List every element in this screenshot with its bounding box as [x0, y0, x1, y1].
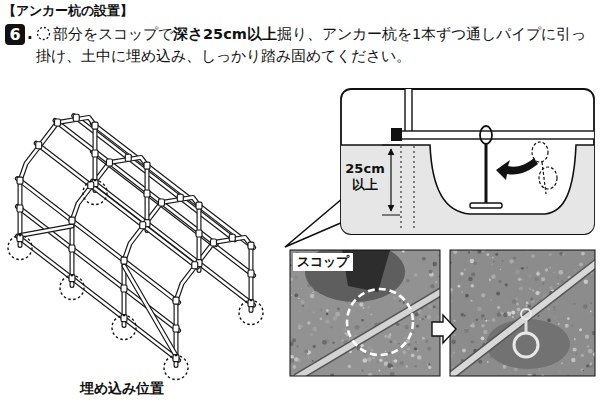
step-dot: .	[27, 25, 33, 44]
photo-digging	[290, 250, 440, 376]
step-number-box: 6	[5, 24, 25, 45]
photo-buried	[450, 250, 595, 376]
depth-dimension: 25cm 以上	[343, 161, 387, 194]
dotted-circle-icon	[36, 26, 51, 41]
step-number: 6	[9, 27, 20, 43]
instruction-text: 部分をスコップで深さ25cm以上掘り、アンカー杭を1本ずつ通しパイプに引っ掛け、…	[36, 23, 594, 67]
photo-frame	[290, 250, 440, 376]
inset-panel	[341, 89, 594, 234]
section-title: 【アンカー杭の設置】	[3, 2, 133, 20]
pipe-frame	[8, 114, 263, 379]
instruction-part: 部分をスコップで	[53, 26, 173, 42]
tool-label: スコップ	[293, 253, 353, 271]
step-arrow	[432, 315, 456, 343]
emphasis-text: 深さ25cm以上	[173, 26, 277, 42]
photo-frame	[450, 250, 595, 376]
position-caption: 埋め込み位置	[80, 380, 164, 398]
callout-pointer	[285, 198, 343, 247]
inset-scene	[341, 89, 594, 234]
